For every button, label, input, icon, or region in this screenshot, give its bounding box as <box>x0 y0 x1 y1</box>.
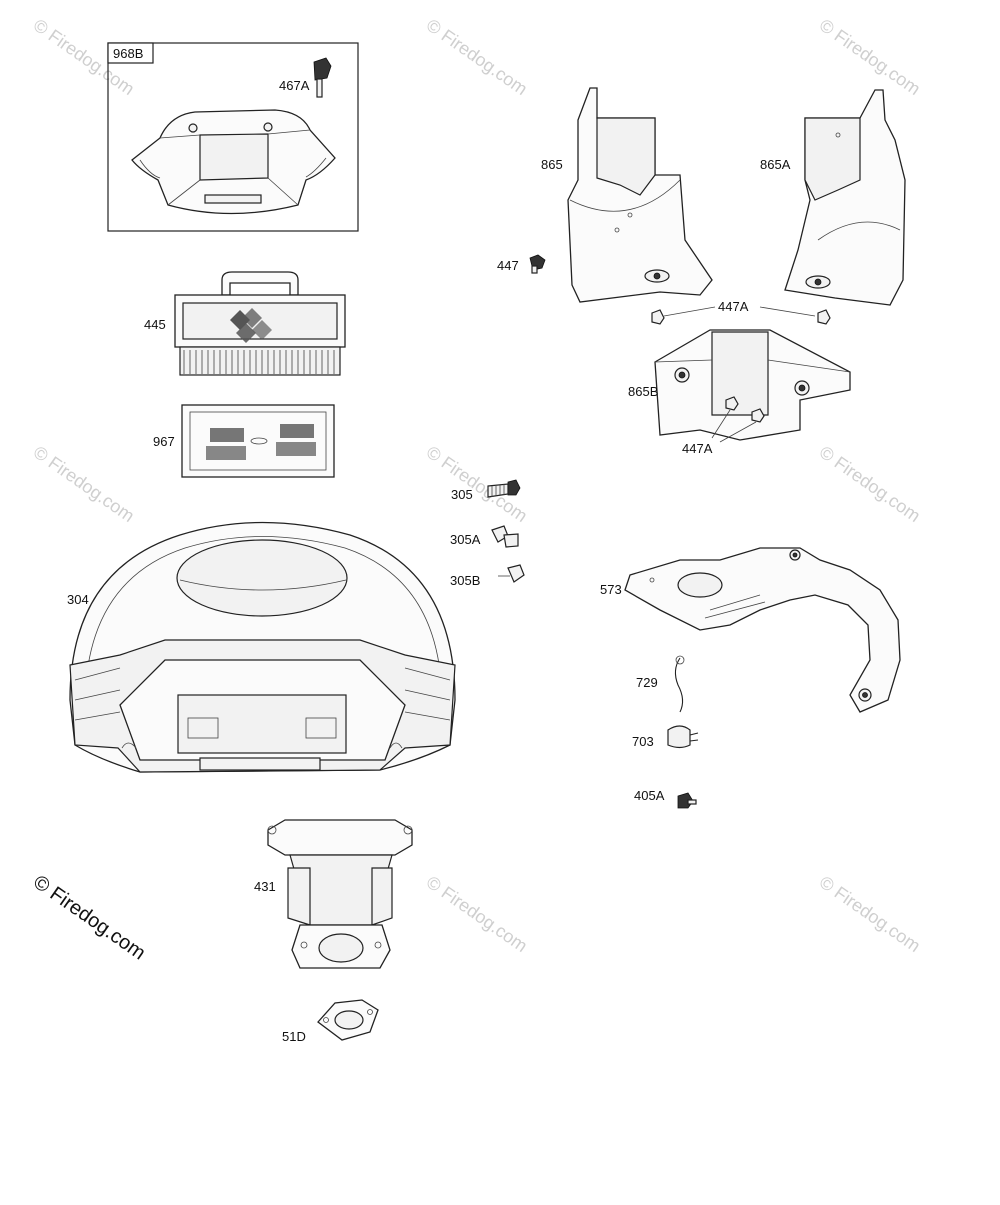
part-865B-baffle: 865B <box>628 329 851 441</box>
part-967-precleaner: 967 <box>153 404 335 478</box>
watermark-2: © Firedog.com <box>423 15 531 99</box>
part-968B-kit: 968B 467A <box>107 42 359 232</box>
callout-703: 703 <box>632 734 654 749</box>
callout-967: 967 <box>153 434 175 449</box>
callout-447A-bottom: 447A <box>682 441 713 456</box>
callout-445: 445 <box>144 317 166 332</box>
filter-diamond-pattern <box>230 308 272 343</box>
watermark-3: © Firedog.com <box>816 15 924 99</box>
part-447A-screws-top: 447A <box>651 299 831 325</box>
callout-865B: 865B <box>628 384 658 399</box>
callout-865: 865 <box>541 157 563 172</box>
part-305B-screw: 305B <box>450 564 525 588</box>
air-cleaner-cover <box>131 109 336 215</box>
part-865-baffle: 865 <box>541 87 713 303</box>
part-304-blower-housing: 304 <box>67 521 456 773</box>
part-305-bolt: 305 <box>451 479 521 502</box>
part-865A-baffle: 865A <box>760 89 906 306</box>
watermark-7: © Firedog.com <box>423 872 531 956</box>
part-573-plate: 573 <box>600 547 901 713</box>
part-729-clip: 729 <box>636 655 685 713</box>
callout-447A-top: 447A <box>718 299 749 314</box>
callout-431: 431 <box>254 879 276 894</box>
knob-467A <box>313 57 332 98</box>
part-51D-gasket: 51D <box>282 999 379 1044</box>
callout-467A: 467A <box>279 78 310 93</box>
part-703-clamp: 703 <box>632 725 699 749</box>
part-305A-stud: 305A <box>450 525 519 548</box>
part-445-filter: 445 <box>144 271 346 376</box>
callout-573: 573 <box>600 582 622 597</box>
callout-405A: 405A <box>634 788 665 803</box>
watermark-6: © Firedog.com <box>816 442 924 526</box>
callout-305B: 305B <box>450 573 480 588</box>
callout-305A: 305A <box>450 532 481 547</box>
part-405A-screw: 405A <box>634 788 697 809</box>
part-431-intake-duct: 431 <box>254 819 413 969</box>
callout-968B: 968B <box>113 46 143 61</box>
callout-447: 447 <box>497 258 519 273</box>
callout-865A: 865A <box>760 157 791 172</box>
callout-729: 729 <box>636 675 658 690</box>
watermark-4: © Firedog.com <box>30 442 138 526</box>
callout-305: 305 <box>451 487 473 502</box>
part-447A-screws-bottom: 447A <box>682 396 765 456</box>
part-447-screw: 447 <box>497 254 546 274</box>
callout-304: 304 <box>67 592 89 607</box>
watermark-large: © Firedog.com <box>29 871 149 964</box>
watermark-8: © Firedog.com <box>816 872 924 956</box>
kit-box <box>107 42 359 232</box>
kit-label-box <box>107 42 154 64</box>
callout-51D: 51D <box>282 1029 306 1044</box>
